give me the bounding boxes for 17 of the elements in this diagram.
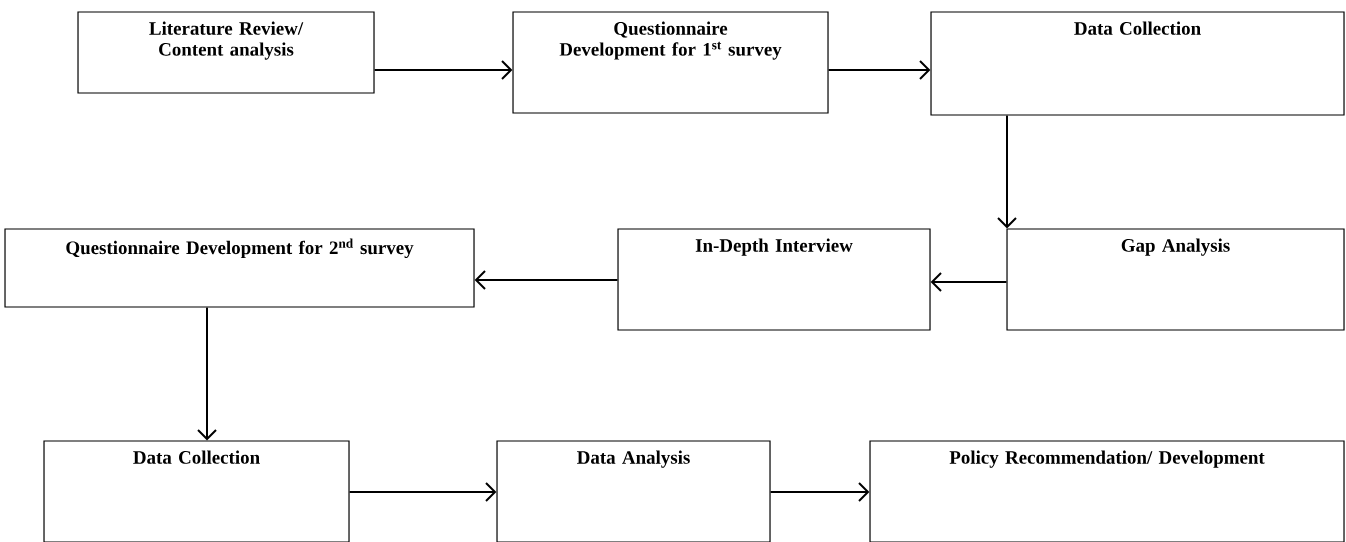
- process-box: Literature Review/ Content analysis: [77, 11, 375, 94]
- arrow: [769, 482, 870, 502]
- process-box: In-Depth Interview: [617, 228, 931, 331]
- arrow: [930, 272, 1008, 292]
- arrow: [997, 114, 1017, 229]
- process-box: Data Collection: [930, 11, 1345, 116]
- process-box: Policy Recommendation/ Development: [869, 440, 1345, 542]
- arrow: [197, 306, 217, 441]
- process-box: Questionnaire Development for 2$^{nd}$ survey: [4, 228, 475, 308]
- process-box: Gap Analysis: [1006, 228, 1345, 331]
- arrow: [348, 482, 497, 502]
- process-box: Data Analysis: [496, 440, 771, 542]
- arrow: [373, 60, 513, 80]
- arrow: [474, 270, 619, 290]
- arrow: [827, 60, 931, 80]
- process-box: Data Collection: [43, 440, 350, 542]
- process-box: Questionnaire Development for 1$^{st}$ survey: [512, 11, 829, 114]
